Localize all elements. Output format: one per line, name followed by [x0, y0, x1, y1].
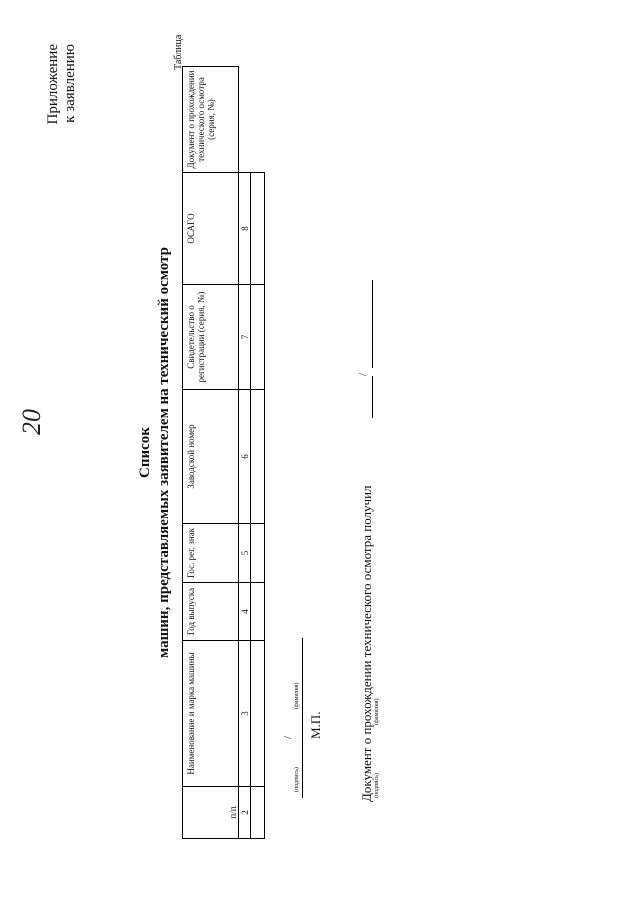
receipt-signature-line[interactable] — [359, 376, 373, 418]
receipt-surname-caption: (фамилия) — [374, 698, 380, 725]
signature-caption: (подпись) — [294, 767, 300, 792]
appendix-heading: Приложение к заявлению — [45, 44, 79, 125]
column-number: 7 — [238, 284, 251, 390]
signature-slash: / — [282, 735, 294, 739]
receipt-text: Документ о прохождении технического осмо… — [359, 485, 374, 802]
header-year: Год выпуска — [182, 582, 239, 641]
appendix-line-1: Приложение — [45, 44, 61, 125]
table-label: Таблица — [173, 34, 184, 70]
column-number: 8 — [238, 172, 251, 285]
table-cell[interactable] — [250, 389, 265, 524]
table-cell[interactable] — [250, 582, 265, 641]
table-cell[interactable] — [250, 172, 265, 285]
table-cell[interactable] — [250, 284, 265, 390]
header-machine-name: Наименование и марка машины — [182, 640, 239, 787]
column-number: 4 — [238, 582, 251, 641]
column-number: 5 — [238, 523, 251, 583]
table-row — [250, 67, 265, 839]
column-number: 6 — [238, 389, 251, 524]
document-title: Список — [137, 427, 153, 478]
stamp-placeholder: М.П. — [308, 711, 323, 739]
receipt-signature-caption: (подпись) — [374, 773, 380, 798]
column-number-row: 2 3 4 5 6 7 8 — [238, 67, 251, 839]
machines-table: п/п Наименование и марка машины Год выпу… — [182, 66, 265, 839]
header-osago: ОСАГО — [182, 172, 239, 285]
column-number: 2 — [238, 786, 251, 839]
header-index: п/п — [182, 786, 239, 839]
header-serial-number: Заводской номер — [182, 389, 239, 524]
table-cell[interactable] — [250, 786, 265, 839]
document-subtitle: машин, представляемых заявителем на техн… — [156, 247, 172, 658]
header-reg-plate: Гос. рег. знак — [182, 523, 239, 583]
appendix-line-2: к заявлению — [62, 44, 78, 123]
receipt-slash: / — [357, 372, 369, 376]
table-cell[interactable] — [250, 640, 265, 787]
header-registration-certificate: Свидетельство о регистрации (серия, №) — [182, 284, 239, 390]
header-inspection-document: Документ о прохождении технического осмо… — [182, 66, 239, 173]
column-number: 3 — [238, 640, 251, 787]
receipt-surname-line[interactable] — [359, 280, 373, 368]
table-cell[interactable] — [250, 523, 265, 583]
surname-caption: (фамилия) — [294, 682, 300, 709]
